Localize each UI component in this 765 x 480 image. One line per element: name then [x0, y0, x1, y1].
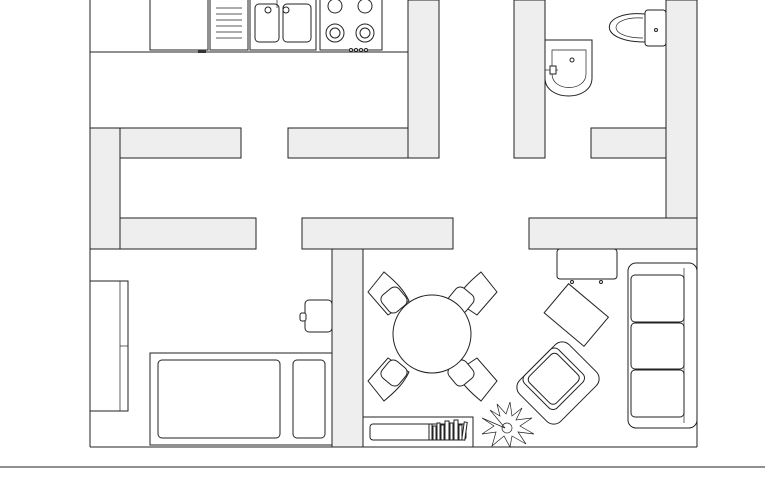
bookshelf-icon — [428, 419, 468, 441]
refrigerator-icon — [149, 0, 209, 53]
sofa-icon — [627, 262, 698, 429]
dining-table-icon — [392, 294, 472, 374]
dining-area — [362, 271, 498, 448]
armchair-icon — [516, 341, 600, 425]
bathroom — [544, 9, 667, 97]
nightstand-icon — [299, 299, 333, 333]
tv-stand-icon — [556, 248, 618, 284]
dining-chair-icon — [367, 271, 410, 316]
potted-plant-icon — [481, 401, 535, 449]
living-room — [481, 248, 698, 449]
wardrobe-icon — [89, 280, 129, 412]
coffee-table-icon — [543, 283, 610, 347]
bedroom — [89, 280, 333, 446]
kitchen — [90, 0, 408, 53]
bathroom-sink-icon — [544, 39, 593, 97]
dining-chair-icon — [367, 357, 410, 402]
stove-icon — [319, 0, 383, 52]
toilet-icon — [608, 9, 667, 47]
kitchen-sink-icon — [249, 0, 317, 51]
dishwasher-icon — [209, 0, 249, 51]
bed-icon — [149, 352, 333, 446]
